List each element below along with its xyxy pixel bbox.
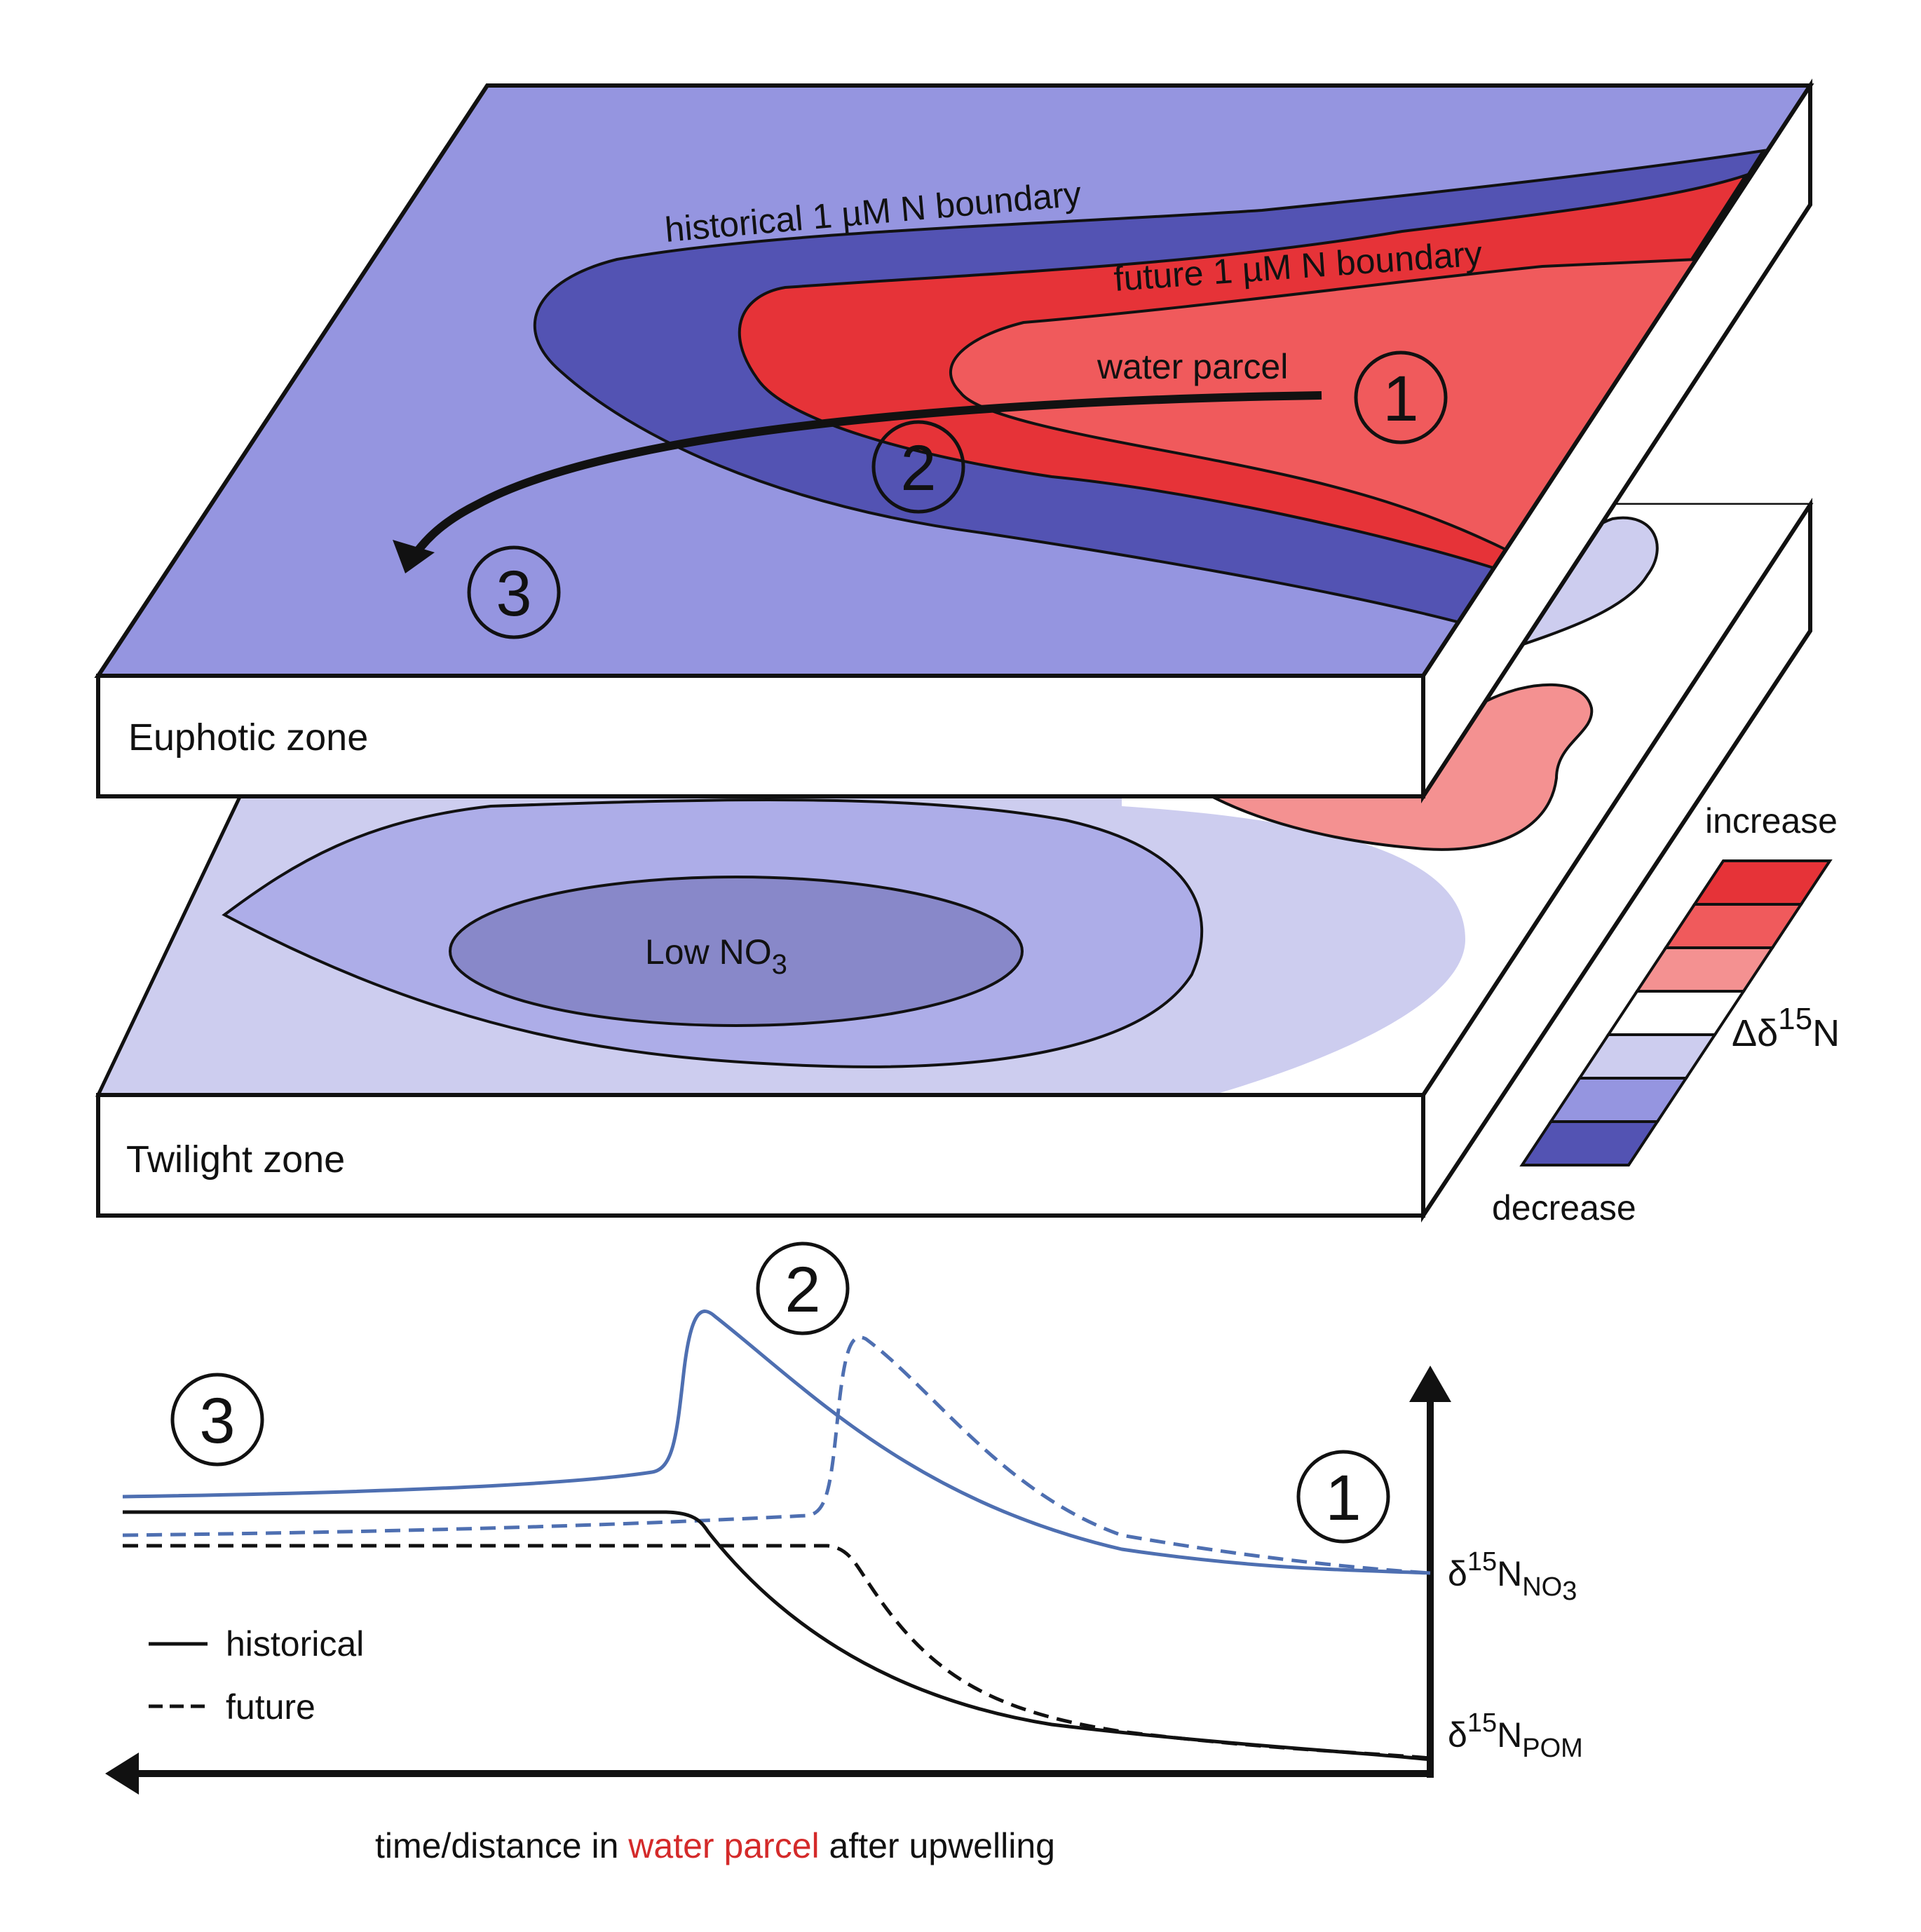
isotope-plot: 1 2 3 δ15NNO3 δ15NPOM historical future … — [105, 1241, 1583, 1865]
legend-swatches — [1519, 859, 1833, 1166]
x-axis-arrowhead-icon — [105, 1753, 139, 1795]
legend-historical-label: historical — [226, 1624, 364, 1664]
euphotic-side-face — [1421, 78, 1812, 804]
nitrate-future-curve — [122, 1335, 1431, 1575]
plot-x-axis-label: time/distance in water parcel after upwe… — [375, 1826, 1055, 1865]
legend-swatch — [1577, 1033, 1718, 1080]
pom-future-curve — [123, 1544, 1431, 1760]
svg-text:3: 3 — [199, 1385, 235, 1457]
nitrate-historical-curve — [122, 1309, 1431, 1575]
pom-axis-label: δ15NPOM — [1448, 1708, 1583, 1763]
legend-swatch — [1519, 1120, 1660, 1166]
trajectory-arrowhead-icon — [393, 540, 435, 573]
svg-text:3: 3 — [496, 558, 531, 630]
euphotic-zone-slab: historical 1 µM N boundary future 1 µM N… — [94, 78, 1814, 804]
nitrate-axis-label: δ15NNO3 — [1448, 1547, 1577, 1606]
trajectory-arrow — [407, 391, 1322, 564]
marker-1-plot: 1 — [1296, 1450, 1390, 1544]
legend-swatch — [1692, 859, 1833, 906]
legend-future-label: future — [226, 1687, 315, 1727]
water-parcel-label: water parcel — [1097, 347, 1288, 386]
euphotic-front-face — [96, 674, 1425, 798]
legend-swatch — [1634, 946, 1775, 993]
legend-title: Δδ15N — [1732, 1002, 1840, 1054]
legend-swatch — [1606, 990, 1746, 1036]
y-axis-arrowhead-icon — [1409, 1366, 1451, 1402]
marker-2-plot: 2 — [756, 1241, 850, 1335]
low-no3-label: Low NO3 — [645, 932, 787, 980]
delta-legend: increase Δδ15N decrease — [1492, 801, 1840, 1227]
legend-decrease-label: decrease — [1492, 1188, 1636, 1227]
legend-swatch — [1548, 1077, 1689, 1123]
marker-3-slab: 3 — [467, 545, 561, 639]
svg-text:1: 1 — [1325, 1462, 1361, 1534]
twilight-zone-label: Twilight zone — [126, 1138, 345, 1181]
marker-3-plot: 3 — [170, 1373, 264, 1467]
legend-swatch — [1663, 903, 1804, 949]
pom-historical-curve — [123, 1510, 1431, 1762]
low-no3-core — [449, 876, 1024, 1027]
legend-increase-label: increase — [1705, 801, 1838, 841]
twilight-side-face — [1421, 497, 1812, 1223]
svg-text:2: 2 — [900, 433, 936, 504]
euphotic-zone-label: Euphotic zone — [128, 716, 368, 758]
line-style-legend: historical future — [149, 1624, 364, 1727]
marker-2-slab: 2 — [871, 420, 965, 514]
marker-1-slab: 1 — [1354, 351, 1448, 444]
svg-text:2: 2 — [785, 1254, 820, 1326]
svg-text:1: 1 — [1383, 363, 1418, 435]
water-parcel-region — [949, 257, 1699, 556]
